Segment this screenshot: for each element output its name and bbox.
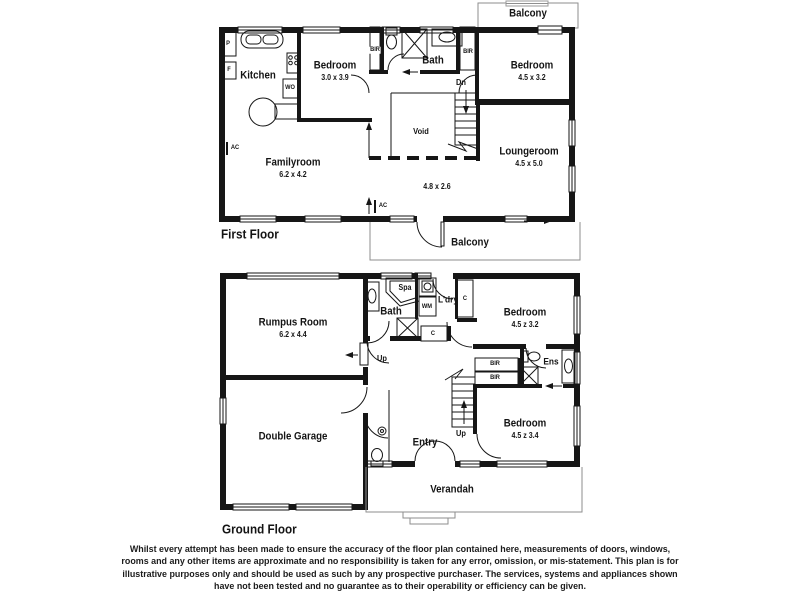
room-label-garage: Double Garage	[258, 430, 328, 443]
room-dims-bedroom-right: 4.5 x 3.2	[518, 73, 546, 82]
room-label-bedroom-left: Bedroom	[313, 59, 357, 72]
table-icon	[248, 97, 278, 127]
room-label-familyroom: Familyroom	[265, 156, 321, 169]
wall-oven-label: WO	[285, 83, 295, 91]
room-dims-familyroom: 6.2 x 4.2	[279, 170, 307, 179]
room-dims-loungeroom: 4.5 x 5.0	[515, 159, 543, 168]
bir-top-label: BIR	[490, 359, 500, 367]
up-hall-label: Up	[377, 352, 387, 363]
ground-floor-outer-walls	[219, 272, 581, 511]
shower-icon	[396, 317, 419, 339]
washing-machine-label: WM	[421, 302, 433, 310]
washing-machine-icon	[418, 296, 437, 317]
room-label-verandah: Verandah	[430, 483, 474, 496]
fridge-label: F	[227, 65, 231, 73]
bir-bottom-label: BIR	[490, 373, 500, 381]
ground-floor-plan	[219, 272, 583, 525]
entry-door-icon	[414, 440, 436, 462]
room-label-balcony-top: Balcony	[509, 7, 547, 20]
spa-label: Spa	[397, 283, 413, 292]
bir-left-label: BIR	[369, 45, 381, 54]
room-label-bedroom-bottom: Bedroom	[503, 417, 547, 430]
basin-icon	[561, 349, 576, 384]
room-label-bedroom-top: Bedroom	[503, 306, 547, 319]
room-label-loungeroom: Loungeroom	[499, 145, 559, 158]
cupboard-icon	[456, 279, 474, 318]
kitchen-fixtures	[220, 30, 301, 127]
first-floor-plan	[219, 0, 581, 261]
pantry-label: P	[226, 39, 230, 47]
ground-floor-bath-fixtures	[365, 277, 474, 342]
step-icon	[402, 511, 456, 519]
room-dims-bedroom-top: 4.5 z 3.2	[511, 320, 539, 329]
ground-floor-annotations	[345, 352, 562, 389]
stove-icon	[286, 52, 301, 74]
cupboard-label-2: C	[430, 329, 436, 337]
first-floor-title: First Floor	[221, 226, 279, 242]
first-floor-outer-walls	[219, 25, 576, 223]
first-floor-stairs	[447, 90, 479, 153]
ac-mid-label: AC	[378, 201, 388, 209]
verandah-outline	[365, 467, 583, 525]
first-floor-annotations	[226, 27, 552, 224]
ground-floor-doors	[340, 278, 547, 462]
laundry-label: L'dry	[437, 294, 459, 306]
first-floor-bath-fixtures	[385, 27, 463, 59]
room-label-rumpus: Rumpus Room	[258, 316, 328, 329]
room-dims-rumpus: 6.2 x 4.4	[279, 330, 307, 339]
down-label: Dn	[456, 76, 466, 87]
basin-icon	[365, 281, 380, 312]
ensuite-fixtures	[519, 349, 576, 386]
ac-left-label: AC	[230, 143, 240, 151]
toilet-icon	[371, 448, 383, 462]
spa-icon	[385, 277, 420, 307]
cupboard-label-1: C	[462, 294, 468, 302]
basin-icon	[377, 426, 387, 436]
first-floor-interior-walls	[297, 26, 569, 161]
ground-floor-stairs	[444, 368, 476, 428]
room-label-bath-ff: Bath	[422, 54, 444, 67]
room-label-kitchen: Kitchen	[240, 69, 276, 82]
bir-right-label: BIR	[463, 47, 473, 55]
room-dims-bedroom-bottom: 4.5 z 3.4	[511, 431, 539, 440]
laundry-tub-icon	[418, 277, 437, 297]
wc-fixtures	[370, 426, 387, 467]
shower-icon	[401, 28, 428, 59]
hall-dims-label: 4.8 x 2.6	[423, 182, 451, 191]
ensuite-label: Ens	[543, 356, 559, 368]
room-label-bath-gf: Bath	[380, 305, 402, 318]
room-label-entry: Entry	[412, 436, 438, 449]
basin-icon	[431, 28, 463, 47]
ground-floor-title: Ground Floor	[222, 521, 297, 537]
room-label-balcony-bottom: Balcony	[451, 236, 489, 249]
disclaimer-text: Whilst every attempt has been made to en…	[121, 544, 679, 592]
void-label: Void	[413, 125, 429, 136]
room-label-bedroom-right: Bedroom	[510, 59, 554, 72]
sink-icon	[245, 34, 262, 45]
balcony-bottom-outline	[369, 222, 581, 261]
up-stairs-label: Up	[456, 427, 466, 438]
built-in-robes	[474, 357, 522, 386]
room-dims-bedroom-left: 3.0 x 3.9	[321, 73, 349, 82]
